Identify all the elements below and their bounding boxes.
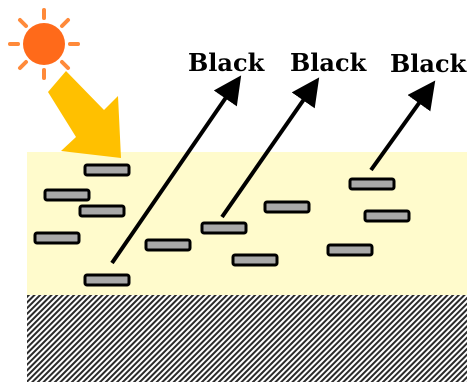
particle (83, 273, 131, 287)
arrow-to-black-1 (110, 75, 242, 265)
particle (200, 221, 248, 235)
arrow-to-black-3 (369, 80, 436, 172)
particle (326, 243, 374, 257)
particles (33, 163, 411, 287)
substrate-layer (27, 295, 467, 382)
particle (348, 177, 396, 191)
particle (83, 163, 131, 177)
particle (78, 204, 126, 218)
label-black-2: Black (290, 48, 368, 77)
label-black-3: Black (390, 49, 467, 78)
particle (144, 238, 192, 252)
particle (263, 200, 311, 214)
particle (43, 188, 91, 202)
particle (231, 253, 279, 267)
incoming-light-arrow (48, 71, 121, 158)
arrow-to-black-2 (220, 77, 320, 219)
sun-icon (8, 8, 80, 80)
particle (33, 231, 81, 245)
label-black-1: Black (188, 48, 266, 77)
particle (363, 209, 411, 223)
